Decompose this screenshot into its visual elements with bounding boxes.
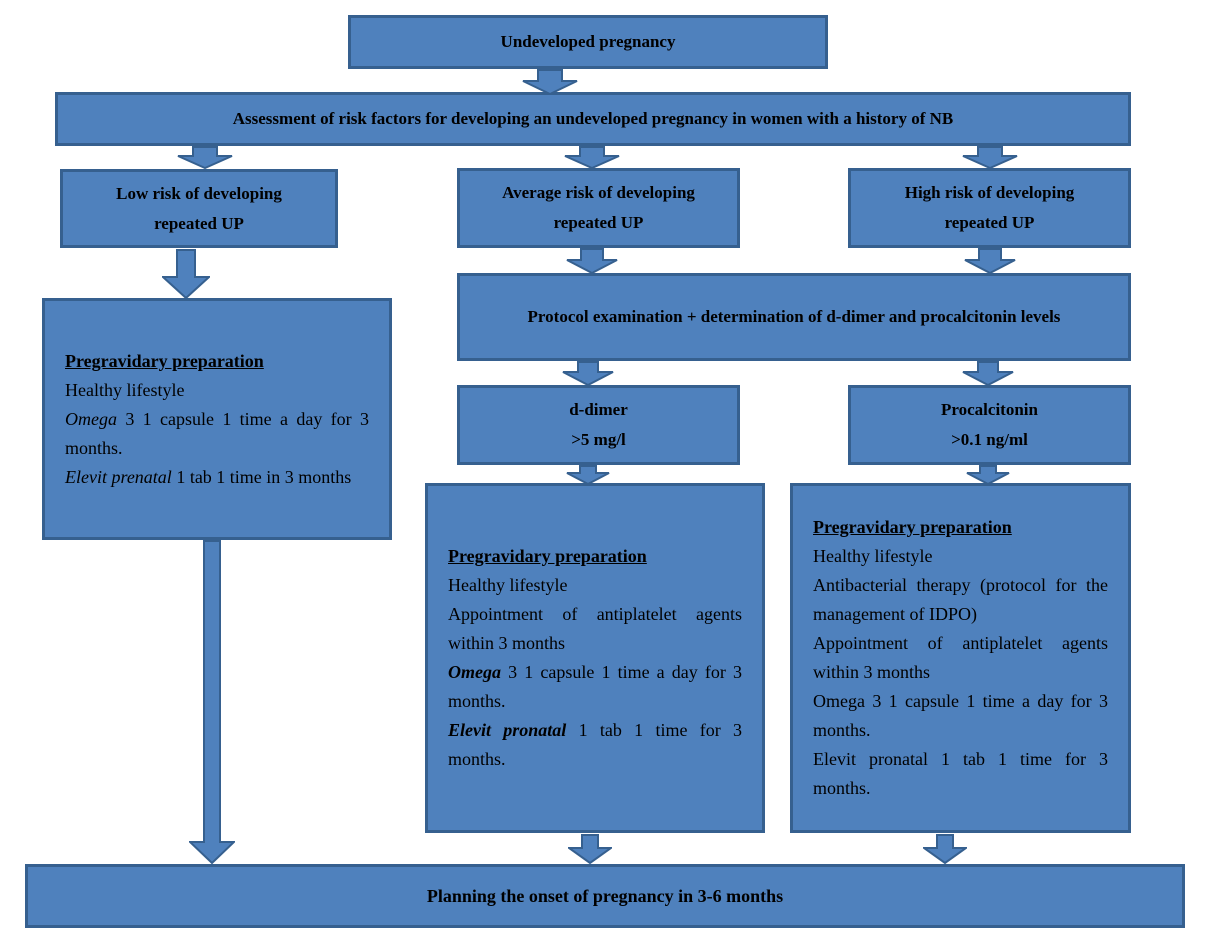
box-average-risk-line2: repeated UP [553, 213, 644, 232]
right-prep-elevit: Elevit pronatal 1 tab 1 time for 3 month… [813, 749, 1108, 798]
box-average-risk: Average risk of developing repeated UP [457, 168, 740, 248]
left-prep-elevit: Elevit prenatal 1 tab 1 time in 3 months [65, 463, 369, 492]
box-d-dimer: d-dimer >5 mg/l [457, 385, 740, 465]
down-arrow-protocol-to-procalcitonin [962, 361, 1014, 386]
down-arrow-assessment-to-average [564, 146, 620, 169]
down-arrow-assessment-to-high [962, 146, 1018, 169]
box-protocol-examination-label: Protocol examination + determination of … [527, 307, 1061, 326]
mid-prep-healthy: Healthy lifestyle [448, 575, 568, 595]
box-low-risk-line1: Low risk of developing [116, 183, 282, 203]
box-high-risk-line2: repeated UP [944, 213, 1035, 232]
left-prep-omega-rest: 3 1 capsule 1 time a day for 3 months. [65, 408, 369, 458]
down-arrow-ddimer-to-mid-prep [566, 465, 610, 485]
mid-prep-omega: Omega 3 1 capsule 1 time a day for 3 mon… [448, 658, 742, 716]
down-arrow-right-prep-to-planning [923, 834, 967, 864]
left-prep-title: Pregravidary preparation [65, 350, 264, 371]
down-arrow-mid-prep-to-planning [568, 834, 612, 864]
box-d-dimer-line2: >5 mg/l [571, 430, 626, 449]
right-prep-antiplatelet: Appointment of antiplatelet agents withi… [813, 633, 1108, 682]
left-prep-omega-name: Omega [65, 408, 117, 429]
down-arrow-left-prep-to-planning [189, 540, 235, 864]
box-planning-pregnancy-label: Planning the onset of pregnancy in 3-6 m… [426, 886, 784, 906]
left-prep-elevit-name: Elevit prenatal [65, 466, 172, 487]
box-risk-assessment: Assessment of risk factors for developin… [55, 92, 1131, 146]
down-arrow-average-to-protocol [566, 248, 618, 274]
mid-prep-elevit-name: Elevit pronatal [448, 720, 567, 740]
box-procalcitonin-line2: >0.1 ng/ml [951, 430, 1028, 449]
mid-prep-title: Pregravidary preparation [448, 546, 647, 566]
box-undeveloped-pregnancy-label: Undeveloped pregnancy [500, 32, 676, 51]
box-average-risk-line1: Average risk of developing [502, 183, 695, 202]
down-arrow-procalcitonin-to-right-prep [966, 465, 1010, 485]
down-arrow-low-to-left-prep [162, 249, 210, 299]
right-prep-antibacterial: Antibacterial therapy (protocol for the … [813, 575, 1108, 624]
box-high-risk: High risk of developing repeated UP [848, 168, 1131, 248]
right-prep-healthy: Healthy lifestyle [813, 546, 933, 566]
box-right-pregravidary: Pregravidary preparation Healthy lifesty… [790, 483, 1131, 833]
right-prep-title: Pregravidary preparation [813, 517, 1012, 537]
mid-prep-elevit-rest: 1 tab 1 time for 3 months. [448, 720, 742, 769]
box-protocol-examination: Protocol examination + determination of … [457, 273, 1131, 361]
left-prep-healthy: Healthy lifestyle [65, 379, 185, 400]
box-risk-assessment-label: Assessment of risk factors for developin… [232, 109, 954, 128]
left-prep-omega: Omega 3 1 capsule 1 time a day for 3 mon… [65, 405, 369, 463]
box-undeveloped-pregnancy: Undeveloped pregnancy [348, 15, 828, 69]
mid-prep-omega-name: Omega [448, 662, 501, 682]
box-procalcitonin: Procalcitonin >0.1 ng/ml [848, 385, 1131, 465]
box-low-risk-line2: repeated UP [154, 213, 244, 233]
box-procalcitonin-line1: Procalcitonin [941, 400, 1038, 419]
box-left-pregravidary: Pregravidary preparation Healthy lifesty… [42, 298, 392, 540]
box-middle-pregravidary: Pregravidary preparation Healthy lifesty… [425, 483, 765, 833]
down-arrow-high-to-protocol [964, 248, 1016, 274]
box-d-dimer-line1: d-dimer [569, 400, 628, 419]
box-planning-pregnancy: Planning the onset of pregnancy in 3-6 m… [25, 864, 1185, 928]
right-prep-omega: Omega 3 1 capsule 1 time a day for 3 mon… [813, 691, 1108, 740]
mid-prep-elevit: Elevit pronatal 1 tab 1 time for 3 month… [448, 716, 742, 774]
down-arrow-top-to-assessment [522, 69, 578, 95]
down-arrow-protocol-to-ddimer [562, 361, 614, 386]
mid-prep-omega-rest: 3 1 capsule 1 time a day for 3 months. [448, 662, 743, 711]
box-high-risk-line1: High risk of developing [904, 183, 1075, 202]
down-arrow-assessment-to-low [177, 146, 233, 169]
mid-prep-antiplatelet: Appointment of antiplatelet agents withi… [448, 604, 742, 653]
box-low-risk: Low risk of developing repeated UP [60, 169, 338, 248]
left-prep-elevit-rest: 1 tab 1 time in 3 months [176, 466, 352, 487]
